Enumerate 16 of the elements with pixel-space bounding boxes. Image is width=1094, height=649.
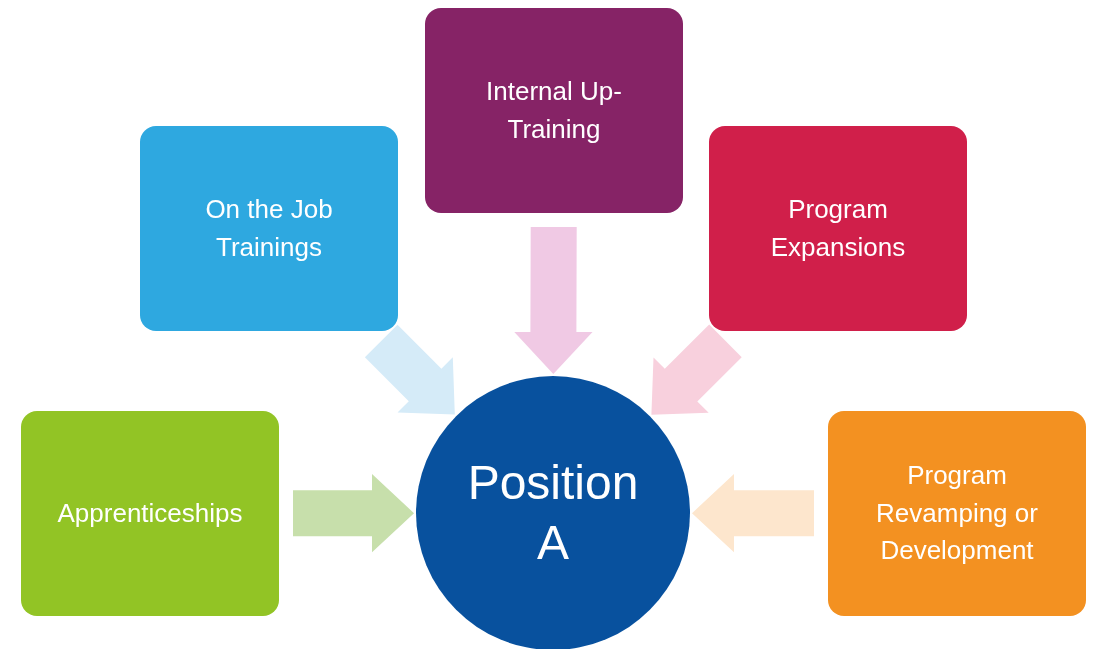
circle-label: Position A bbox=[467, 455, 639, 571]
source-box bbox=[828, 411, 1086, 616]
source-box bbox=[21, 411, 279, 616]
block-arrow bbox=[364, 324, 455, 415]
box-label: Apprenticeships bbox=[57, 496, 243, 530]
source-box bbox=[140, 126, 398, 331]
block-arrow bbox=[293, 474, 414, 553]
box-label: Internal Up-Training bbox=[485, 74, 623, 146]
block-arrow bbox=[692, 474, 814, 553]
box-label: On the Job Trainings bbox=[204, 192, 334, 264]
box-label: Program Expansions bbox=[769, 192, 907, 264]
box-label: Program Revamping or Development bbox=[875, 458, 1039, 568]
source-box bbox=[709, 126, 967, 331]
block-arrow bbox=[514, 226, 593, 374]
block-arrow bbox=[651, 324, 742, 415]
source-box bbox=[425, 8, 683, 213]
